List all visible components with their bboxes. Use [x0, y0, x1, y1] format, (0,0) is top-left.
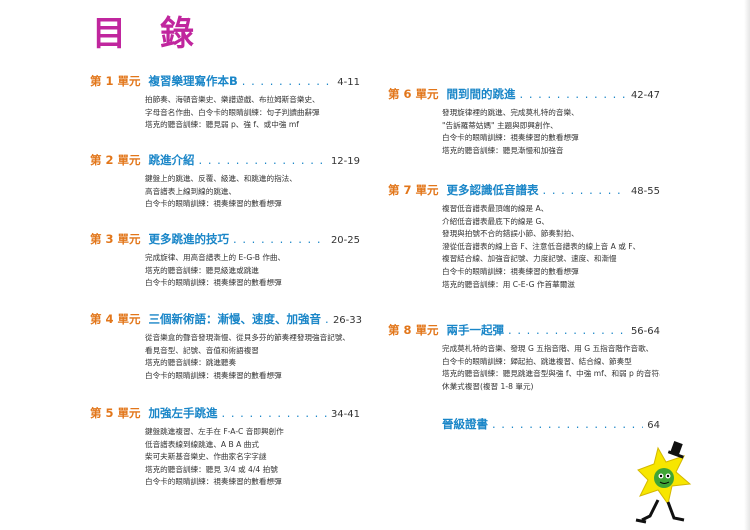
- list-item: 複習低音譜表最頂端的線是 A、: [442, 204, 549, 213]
- dot-leader: [222, 406, 327, 420]
- page-edge-shadow: [744, 0, 750, 530]
- unit-title: 跳進介紹: [148, 153, 195, 167]
- unit-pages: 56-64: [630, 326, 660, 337]
- list-item: 塔克的聽音訓練：聽見跳進音型與強 f、中強 mf、和弱 p 的音符、: [442, 369, 660, 379]
- list-item: 複習結合線、加強音記號、力度記號、速度、和漸慢: [442, 254, 617, 264]
- unit-pages: 48-55: [630, 186, 660, 197]
- list-item: 白令卡的眼睛訓練：視奏練習的數看想彈: [145, 199, 282, 209]
- unit-pages: 34-41: [330, 409, 360, 420]
- unit-pages: 26-33: [332, 315, 362, 326]
- unit-heading[interactable]: 第 4 單元 三個新術語：漸慢、速度、加強音 26-33: [90, 312, 362, 328]
- unit-heading[interactable]: 晉級證書 64: [442, 417, 660, 433]
- unit-number: 第 6 單元: [388, 87, 439, 101]
- list-item: 休業式複習(複習 1-8 單元): [442, 381, 534, 391]
- dot-leader: [508, 323, 627, 337]
- dot-leader: [242, 74, 334, 88]
- list-item: 塔克的聽音訓練：聽見 3/4 或 4/4 拍號: [145, 464, 278, 474]
- unit-heading[interactable]: 第 5 單元 加強左手跳進 34-41: [90, 406, 360, 422]
- page-title: 目錄: [92, 14, 228, 54]
- unit-title: 更多跳進的技巧: [148, 232, 230, 246]
- list-item: 從音樂盒的聲音發現漸慢、從貝多芬的節奏裡發現強音記號、: [145, 333, 351, 342]
- list-item: 字母音名作曲、白令卡的眼睛訓練：句子判讀曲辭彈: [145, 107, 320, 117]
- list-item: 塔克的聽音訓練：聽見漸慢和加強音: [442, 145, 564, 155]
- unit-title: 兩手一起彈: [446, 323, 505, 337]
- list-item: 發現與拍號不合的錯誤小節、節奏對拍、: [442, 229, 579, 239]
- list-item: 澄從低音譜表的線上音 F、注意低音譜表的線上音 A 或 F、: [442, 241, 641, 251]
- unit-number: 第 8 單元: [388, 323, 439, 337]
- list-item: 白令卡的眼睛訓練：歸起拍、跳進複習、結合線、節奏型: [442, 356, 632, 366]
- list-item: 塔克的聽音訓練：聽見弱 p、強 f、或中強 mf: [145, 120, 299, 130]
- list-item: 塔克的聽音訓練：跳進聽奏: [145, 358, 237, 368]
- list-item: 鍵盤跳進複習、左手在 F-A-C 音即興創作: [145, 427, 284, 436]
- list-item: 看見音型、記號、音值和術語複習: [145, 345, 259, 355]
- unit-heading[interactable]: 第 3 單元 更多跳進的技巧 20-25: [90, 232, 360, 248]
- list-item: 完成旋律、用高音譜表上的 E-G-B 作曲、: [145, 253, 286, 262]
- list-item: 低音譜表線到線跳進、A B A 曲式: [145, 439, 259, 449]
- list-item: 白令卡的眼睛訓練：視奏練習的數看想彈: [442, 266, 579, 276]
- unit-heading[interactable]: 第 7 單元 更多認識低音譜表 48-55: [388, 183, 660, 199]
- unit-pages: 42-47: [630, 90, 660, 101]
- unit-heading[interactable]: 第 1 單元 複習樂理寫作本B 4-11: [90, 74, 360, 90]
- unit-number: 第 5 單元: [90, 406, 141, 420]
- list-item: 柴可夫斯基音樂史、作曲家名字字謎: [145, 452, 267, 462]
- unit-number: 第 3 單元: [90, 232, 141, 246]
- list-item: 拍節奏、海頓音樂史、樂譜遊戲、布拉姆斯音樂史、: [145, 95, 320, 104]
- unit-title: 間到間的跳進: [446, 87, 516, 101]
- list-item: "告訴羅蒂姑媽" 主題與即興創作、: [442, 120, 558, 130]
- mascot-illustration: [635, 440, 692, 524]
- unit-title: 三個新術語：漸慢、速度、加強音: [148, 312, 322, 326]
- unit-heading[interactable]: 第 2 單元 跳進介紹 12-19: [90, 153, 360, 169]
- unit-8: 第 8 單元 兩手一起彈 56-64 完成莫札特的音樂、發現 G 五指音階、用 …: [388, 323, 660, 393]
- unit-2: 第 2 單元 跳進介紹 12-19 鍵盤上的跳進、反覆、級進、和跳進的指法、 高…: [90, 153, 360, 211]
- dot-leader: [233, 232, 327, 246]
- unit-6: 第 6 單元 間到間的跳進 42-47 發現旋律裡的跳進、完成莫札特的音樂、 "…: [388, 87, 660, 157]
- unit-5: 第 5 單元 加強左手跳進 34-41 鍵盤跳進複習、左手在 F-A-C 音即興…: [90, 406, 360, 489]
- unit-title: 更多認識低音譜表: [446, 183, 539, 197]
- unit-number: 第 2 單元: [90, 153, 141, 167]
- dot-leader: [199, 153, 327, 167]
- unit-pages: 12-19: [330, 156, 360, 167]
- dot-leader: [543, 183, 627, 197]
- unit-7: 第 7 單元 更多認識低音譜表 48-55 複習低音譜表最頂端的線是 A、 介紹…: [388, 183, 660, 291]
- unit-number: 第 7 單元: [388, 183, 439, 197]
- unit-heading[interactable]: 第 6 單元 間到間的跳進 42-47: [388, 87, 660, 103]
- unit-3: 第 3 單元 更多跳進的技巧 20-25 完成旋律、用高音譜表上的 E-G-B …: [90, 232, 360, 290]
- list-item: 發現旋律裡的跳進、完成莫札特的音樂、: [442, 108, 579, 117]
- list-item: 介紹低音譜表最底下的線是 G、: [442, 216, 550, 226]
- unit-title: 晉級證書: [442, 417, 488, 431]
- list-item: 白令卡的眼睛訓練：視奏練習的數看想彈: [145, 278, 282, 288]
- unit-number: 第 1 單元: [90, 74, 141, 88]
- dot-leader: [492, 417, 643, 431]
- list-item: 高音譜表上線到線的跳進、: [145, 186, 237, 196]
- unit-1: 第 1 單元 複習樂理寫作本B 4-11 拍節奏、海頓音樂史、樂譜遊戲、布拉姆斯…: [90, 74, 360, 132]
- dot-leader: [325, 312, 329, 326]
- list-item: 完成莫札特的音樂、發現 G 五指音階、用 G 五指音階作音歌、: [442, 344, 654, 353]
- unit-4: 第 4 單元 三個新術語：漸慢、速度、加強音 26-33 從音樂盒的聲音發現漸慢…: [90, 312, 362, 382]
- list-item: 白令卡的眼睛訓練：視奏練習的數看想彈: [145, 370, 282, 380]
- unit-pages: 20-25: [330, 235, 360, 246]
- list-item: 白令卡的眼睛訓練：視奏練習的數看想彈: [442, 133, 579, 143]
- unit-heading[interactable]: 第 8 單元 兩手一起彈 56-64: [388, 323, 660, 339]
- list-item: 塔克的聽音訓練：用 C-E-G 作首華爾滋: [442, 279, 575, 289]
- list-item: 白令卡的眼睛訓練：視奏練習的數看想彈: [145, 477, 282, 487]
- unit-title: 複習樂理寫作本B: [148, 74, 238, 88]
- dot-leader: [520, 87, 627, 101]
- unit-title: 加強左手跳進: [148, 406, 218, 420]
- unit-pages: 64: [647, 420, 660, 431]
- unit-pages: 4-11: [337, 77, 360, 88]
- certificate-entry: 晉級證書 64: [442, 417, 660, 433]
- list-item: 塔克的聽音訓練：聽見級進或跳進: [145, 265, 259, 275]
- unit-number: 第 4 單元: [90, 312, 141, 326]
- list-item: 鍵盤上的跳進、反覆、級進、和跳進的指法、: [145, 174, 297, 183]
